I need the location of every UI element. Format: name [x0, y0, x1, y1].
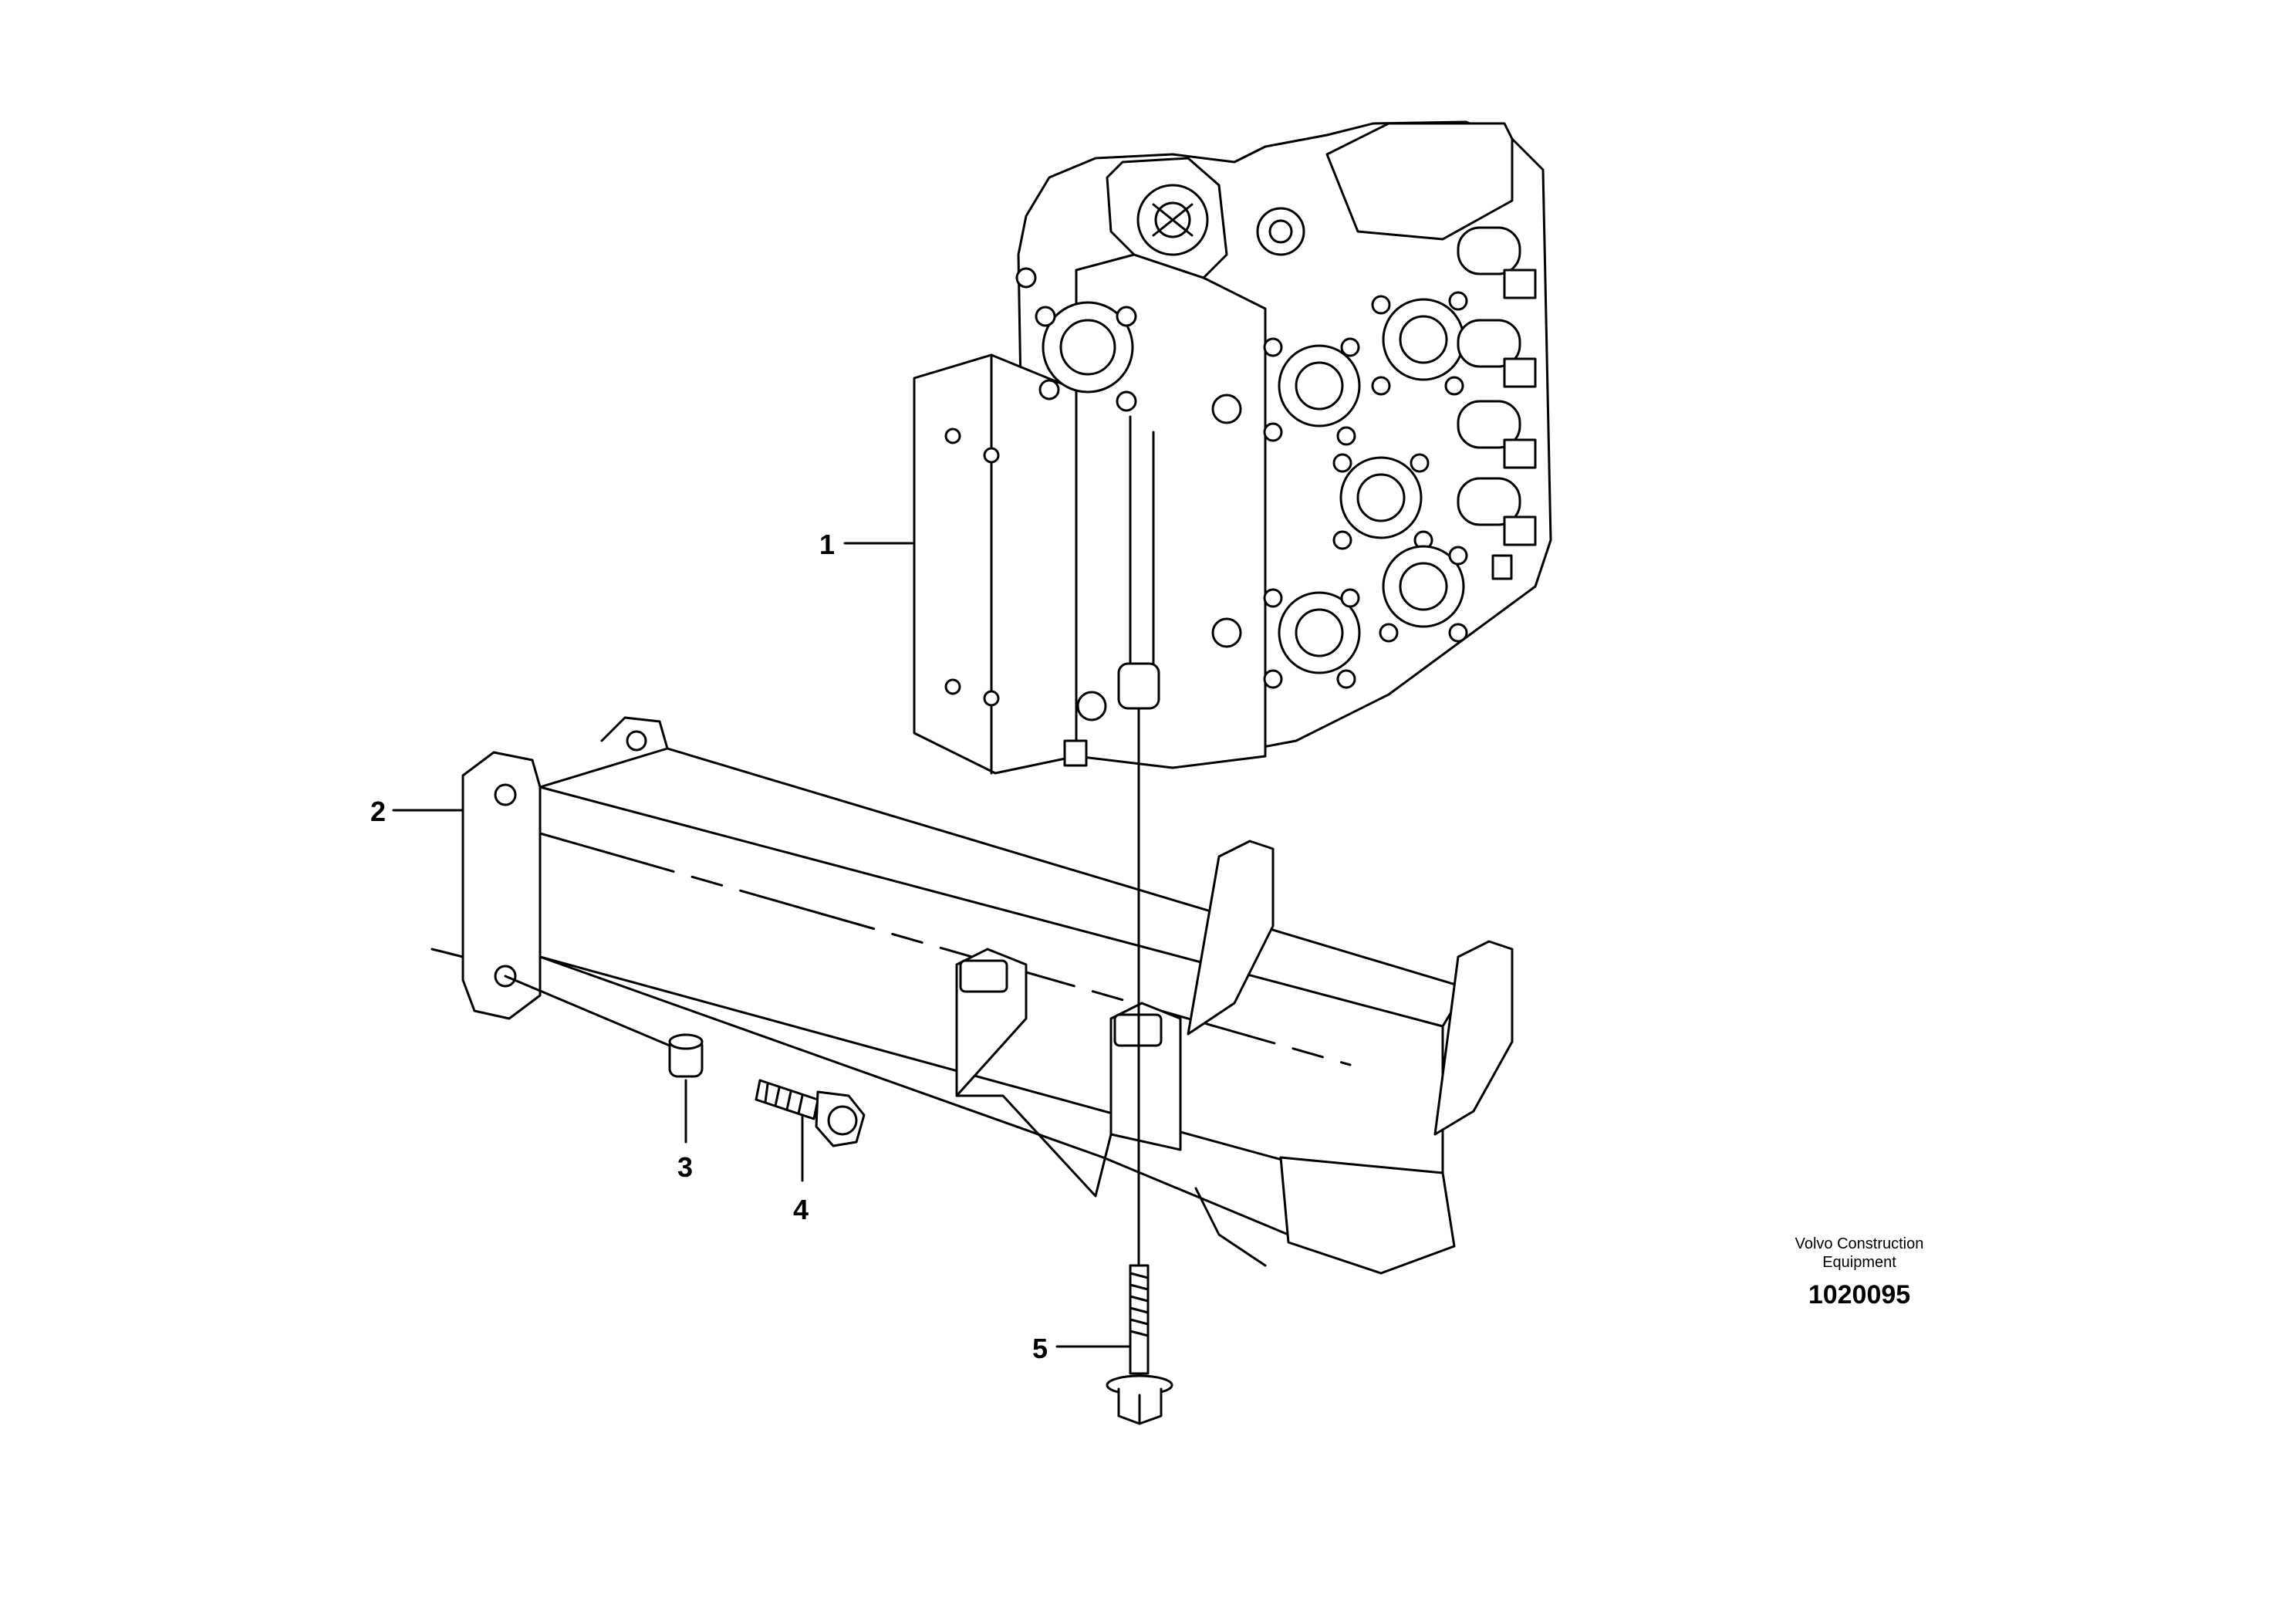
callout-5: 5 — [1032, 1333, 1048, 1364]
bushing-part-3 — [668, 1033, 704, 1078]
bracket-part-2 — [461, 716, 1514, 1275]
leader-lines — [392, 542, 1140, 1348]
callout-2: 2 — [370, 796, 387, 827]
flange-screw-part-5 — [1106, 1264, 1173, 1425]
callout-3: 3 — [677, 1151, 694, 1183]
callout-4: 4 — [793, 1194, 809, 1225]
callout-1: 1 — [819, 529, 836, 560]
brand-subtitle: Equipment — [1822, 1254, 1896, 1271]
drawing-number: 1020095 — [1808, 1280, 1911, 1309]
control-valve-part-1 — [913, 120, 1552, 775]
brand-block: Volvo Construction Equipment 1020095 — [1747, 1235, 1971, 1311]
brand-name: Volvo Construction — [1795, 1235, 1924, 1252]
screw-part-4 — [755, 1079, 866, 1147]
